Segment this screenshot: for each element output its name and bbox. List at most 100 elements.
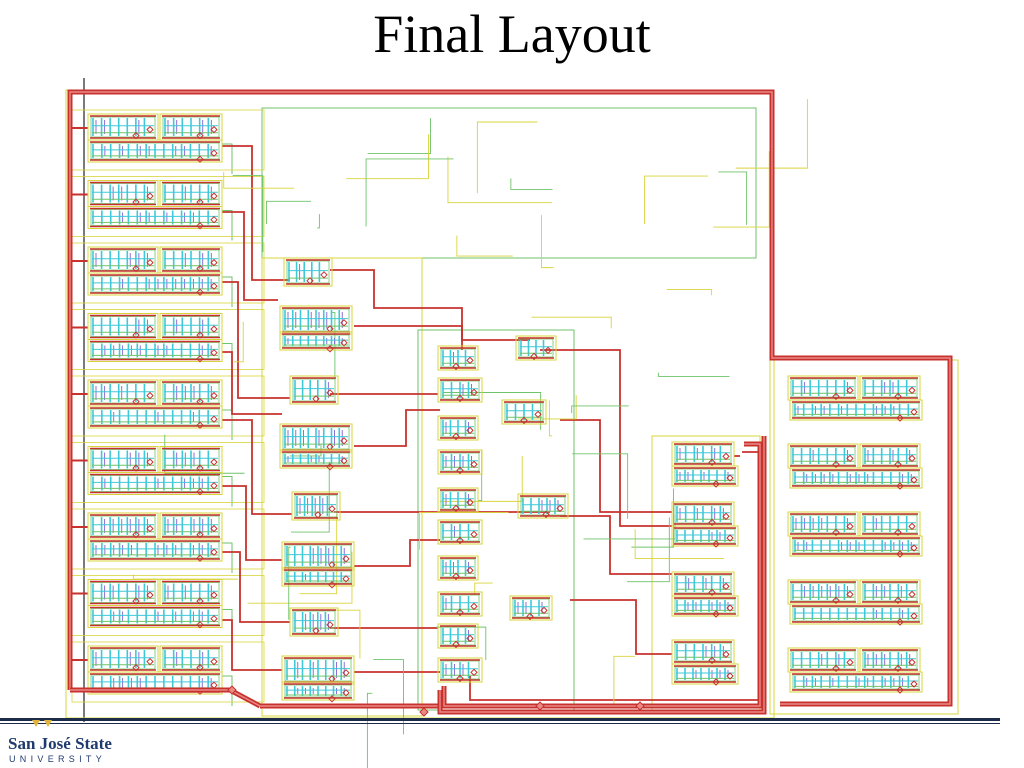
pin-marker xyxy=(726,534,734,542)
standard-cell xyxy=(501,399,547,425)
secondary-route xyxy=(447,156,553,204)
cell-boundary xyxy=(289,607,339,637)
secondary-route xyxy=(518,395,577,420)
cell-inner xyxy=(790,378,856,398)
secondary-route xyxy=(365,158,454,227)
pin-marker xyxy=(910,612,918,620)
cell-inner xyxy=(90,541,220,559)
pin-marker xyxy=(196,264,204,273)
cell-boundary xyxy=(87,379,159,407)
pin-marker xyxy=(846,658,854,667)
cell-boundary xyxy=(87,272,223,296)
cell-inner xyxy=(440,594,480,614)
pin-marker xyxy=(132,464,140,472)
pin-marker xyxy=(326,621,334,629)
cell-inner xyxy=(674,444,732,464)
via-marker xyxy=(227,685,237,695)
cell-inner xyxy=(284,658,352,682)
power-rail-core xyxy=(69,91,951,705)
signal-wire xyxy=(560,515,672,575)
standard-cell xyxy=(289,375,339,405)
signal-wire xyxy=(354,539,440,567)
pin-marker xyxy=(456,466,464,475)
cell-inner xyxy=(792,606,920,622)
pin-marker xyxy=(456,674,464,683)
standard-cell xyxy=(437,591,483,617)
secondary-route xyxy=(571,405,629,413)
pin-marker xyxy=(556,504,564,513)
pin-marker xyxy=(530,352,538,361)
pin-marker xyxy=(210,348,218,357)
cell-inner xyxy=(90,382,156,404)
pin-marker xyxy=(470,388,478,397)
standard-cell xyxy=(859,511,921,537)
standard-cell xyxy=(517,493,569,519)
pin-marker xyxy=(708,458,716,467)
standard-cell xyxy=(789,603,923,626)
pin-marker xyxy=(896,686,904,694)
pin-marker xyxy=(196,221,204,230)
pin-marker xyxy=(312,395,320,403)
standard-cell xyxy=(787,579,859,605)
pin-marker xyxy=(846,386,854,395)
standard-cell xyxy=(281,655,355,685)
standard-cell xyxy=(859,443,921,469)
standard-cell xyxy=(159,645,223,673)
pin-marker xyxy=(526,612,534,621)
cell-inner xyxy=(90,582,156,603)
standard-cell xyxy=(671,525,739,548)
pin-marker xyxy=(908,658,916,667)
pin-marker xyxy=(722,582,730,591)
route-wire xyxy=(222,409,233,440)
pin-marker xyxy=(210,614,218,623)
pin-marker xyxy=(896,618,904,626)
cell-inner xyxy=(440,522,480,542)
secondary-route xyxy=(288,546,291,620)
secondary-route xyxy=(735,99,808,169)
pin-marker xyxy=(196,421,204,429)
cell-inner xyxy=(790,514,856,534)
cell-inner xyxy=(162,582,220,603)
pin-marker xyxy=(340,339,348,347)
secondary-route xyxy=(366,692,373,768)
cell-boundary xyxy=(87,206,223,229)
pin-marker xyxy=(196,131,204,140)
via-marker xyxy=(419,707,429,717)
standard-cell xyxy=(859,375,921,401)
pin-marker xyxy=(210,149,218,157)
pin-marker xyxy=(726,604,734,612)
cell-inner xyxy=(90,275,220,293)
pin-marker xyxy=(196,464,204,472)
cell-inner xyxy=(790,446,856,466)
secondary-route xyxy=(657,372,730,377)
pin-marker xyxy=(894,392,902,401)
cell-inner xyxy=(162,116,220,138)
cell-inner xyxy=(162,183,220,204)
cell-boundary xyxy=(671,525,739,547)
pin-marker xyxy=(712,480,720,488)
secondary-route xyxy=(290,461,330,533)
cell-inner xyxy=(674,642,732,662)
secondary-route xyxy=(317,214,320,229)
cell-inner xyxy=(674,528,736,544)
pin-marker xyxy=(534,410,542,419)
standard-cell xyxy=(437,449,483,475)
footer-rule xyxy=(0,718,1000,721)
cell-inner xyxy=(282,308,350,332)
standard-cell xyxy=(671,639,735,665)
pin-marker xyxy=(896,414,904,422)
pin-marker xyxy=(452,504,460,513)
pin-marker xyxy=(542,510,550,519)
pin-marker xyxy=(832,460,840,469)
cell-boundary xyxy=(789,467,923,489)
pin-marker xyxy=(340,437,348,445)
standard-cell xyxy=(87,180,159,207)
pin-marker xyxy=(466,634,474,643)
secondary-route xyxy=(631,488,674,548)
pin-marker xyxy=(846,454,854,463)
cell-boundary xyxy=(671,595,739,617)
cell-boundary xyxy=(437,415,479,441)
pin-marker xyxy=(452,362,460,371)
standard-cell xyxy=(87,246,159,274)
pin-marker xyxy=(210,524,218,533)
